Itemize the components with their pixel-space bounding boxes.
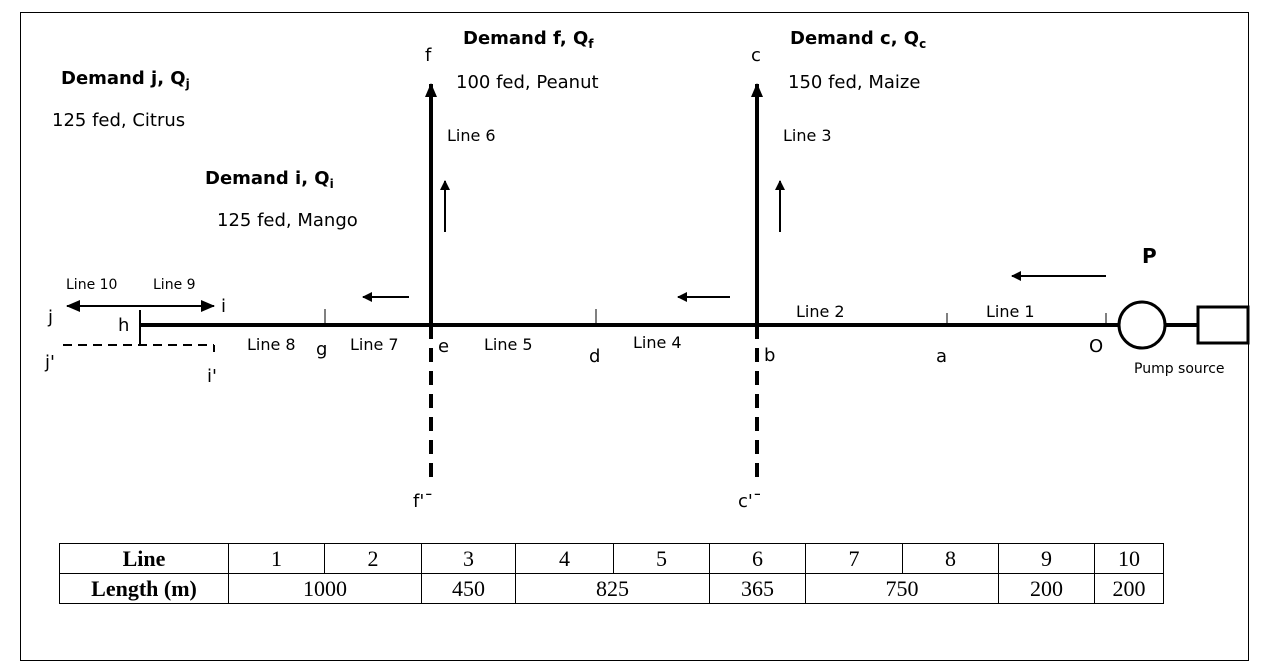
node-h: h <box>118 315 129 336</box>
node-b: b <box>764 345 775 366</box>
demand-f-subscript: f <box>588 37 594 51</box>
demand-i-detail: 125 fed, Mango <box>217 210 358 231</box>
line-5-label: Line 5 <box>484 335 533 354</box>
table-cell: 750 <box>805 573 999 604</box>
demand-f-detail: 100 fed, Peanut <box>456 72 599 93</box>
line-1-label: Line 1 <box>986 302 1035 321</box>
node-i-prime: i' <box>207 366 217 387</box>
node-d: d <box>589 346 600 367</box>
node-f: f <box>425 45 432 66</box>
line-6-label: Line 6 <box>447 126 496 145</box>
pump-source-label: Pump source <box>1134 361 1225 377</box>
demand-j-title: Demand j, Qj <box>61 68 190 91</box>
node-a: a <box>936 346 947 367</box>
table-cell: 825 <box>515 573 710 604</box>
table-cell: 5 <box>613 543 710 574</box>
demand-i-subscript: i <box>330 177 334 191</box>
line-length-table: Line 1 2 3 4 5 6 7 8 9 10 Length (m) 100… <box>59 543 1164 604</box>
table-cell: 1000 <box>228 573 422 604</box>
demand-f-title: Demand f, Qf <box>463 28 594 51</box>
line-3-label: Line 3 <box>783 126 832 145</box>
table-cell: 450 <box>421 573 516 604</box>
table-header-length: Length (m) <box>59 573 229 604</box>
table-cell: 7 <box>805 543 903 574</box>
table-cell: 8 <box>902 543 999 574</box>
table-cell: 1 <box>228 543 325 574</box>
table-cell: 200 <box>1094 573 1164 604</box>
table-cell: 365 <box>709 573 806 604</box>
table-header-line: Line <box>59 543 229 574</box>
demand-j-detail: 125 fed, Citrus <box>52 110 185 131</box>
line-10-label: Line 10 <box>66 277 117 293</box>
table-cell: 6 <box>709 543 806 574</box>
node-c: c <box>751 45 761 66</box>
table-cell: 9 <box>998 543 1095 574</box>
demand-c-subscript: c <box>919 37 926 51</box>
pump-circle <box>1117 300 1167 350</box>
line-7-label: Line 7 <box>350 335 399 354</box>
line-4-label: Line 4 <box>633 333 682 352</box>
pump-source-box <box>1196 305 1250 345</box>
table-cell: 200 <box>998 573 1095 604</box>
node-j-prime: j' <box>44 352 55 373</box>
line-9-label: Line 9 <box>153 277 196 293</box>
line-8-label: Line 8 <box>247 335 296 354</box>
table-cell: 10 <box>1094 543 1164 574</box>
node-g: g <box>316 339 327 360</box>
node-j: j <box>47 307 53 328</box>
table-cell: 3 <box>421 543 516 574</box>
node-e: e <box>438 336 449 357</box>
node-i: i <box>221 296 226 317</box>
demand-i-title: Demand i, Qi <box>205 168 334 191</box>
table-row-line-numbers: Line 1 2 3 4 5 6 7 8 9 10 <box>59 543 1164 574</box>
node-f-prime: f'ˉ <box>413 491 433 512</box>
demand-j-subscript: j <box>185 77 190 91</box>
node-o: O <box>1089 336 1103 357</box>
table-cell: 2 <box>324 543 422 574</box>
table-cell: 4 <box>515 543 614 574</box>
line-2-label: Line 2 <box>796 302 845 321</box>
pump-label: P <box>1142 244 1157 268</box>
node-c-prime: c'ˉ <box>738 491 762 512</box>
table-row-lengths: Length (m) 1000 450 825 365 750 200 200 <box>59 573 1164 604</box>
demand-c-detail: 150 fed, Maize <box>788 72 920 93</box>
demand-c-title: Demand c, Qc <box>790 28 926 51</box>
